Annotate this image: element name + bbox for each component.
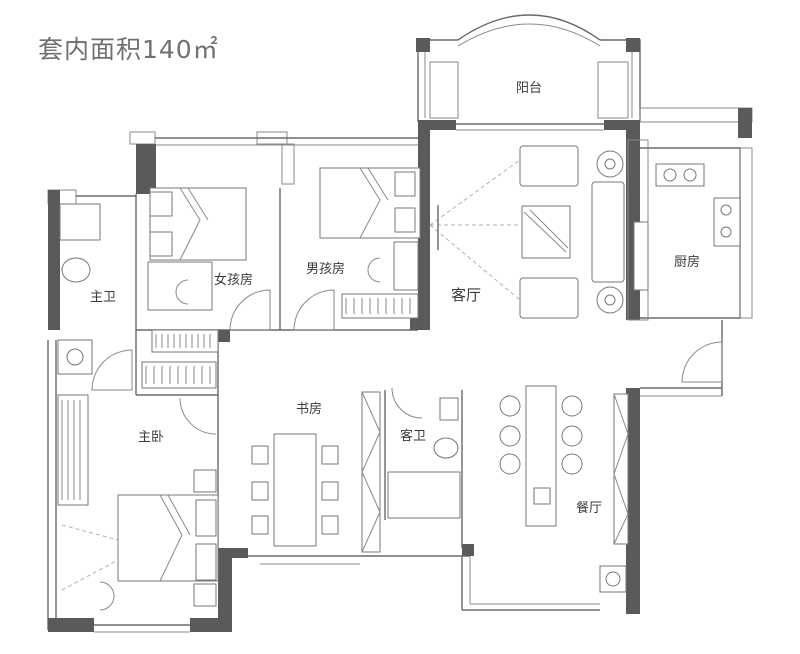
room-label-girl-room: 女孩房	[214, 272, 253, 288]
room-label-master-bath: 主卫	[90, 290, 116, 305]
room-label-kitchen: 厨房	[674, 254, 700, 270]
walls	[47, 14, 753, 633]
room-label-balcony: 阳台	[516, 81, 542, 96]
room-label-living: 客厅	[451, 286, 481, 304]
room-labels: 阳台 客厅 厨房 女孩房 男孩房 主卫 主卧 书房 客卫 餐厅	[90, 81, 700, 516]
room-label-master-bedroom: 主卧	[138, 430, 164, 445]
room-label-dining: 餐厅	[576, 500, 602, 516]
room-label-boy-room: 男孩房	[306, 261, 345, 277]
furniture	[57, 145, 741, 611]
floor-area-title: 套内面积140㎡	[38, 35, 219, 64]
room-label-guest-bath: 客卫	[400, 428, 426, 444]
room-label-study: 书房	[296, 401, 322, 417]
